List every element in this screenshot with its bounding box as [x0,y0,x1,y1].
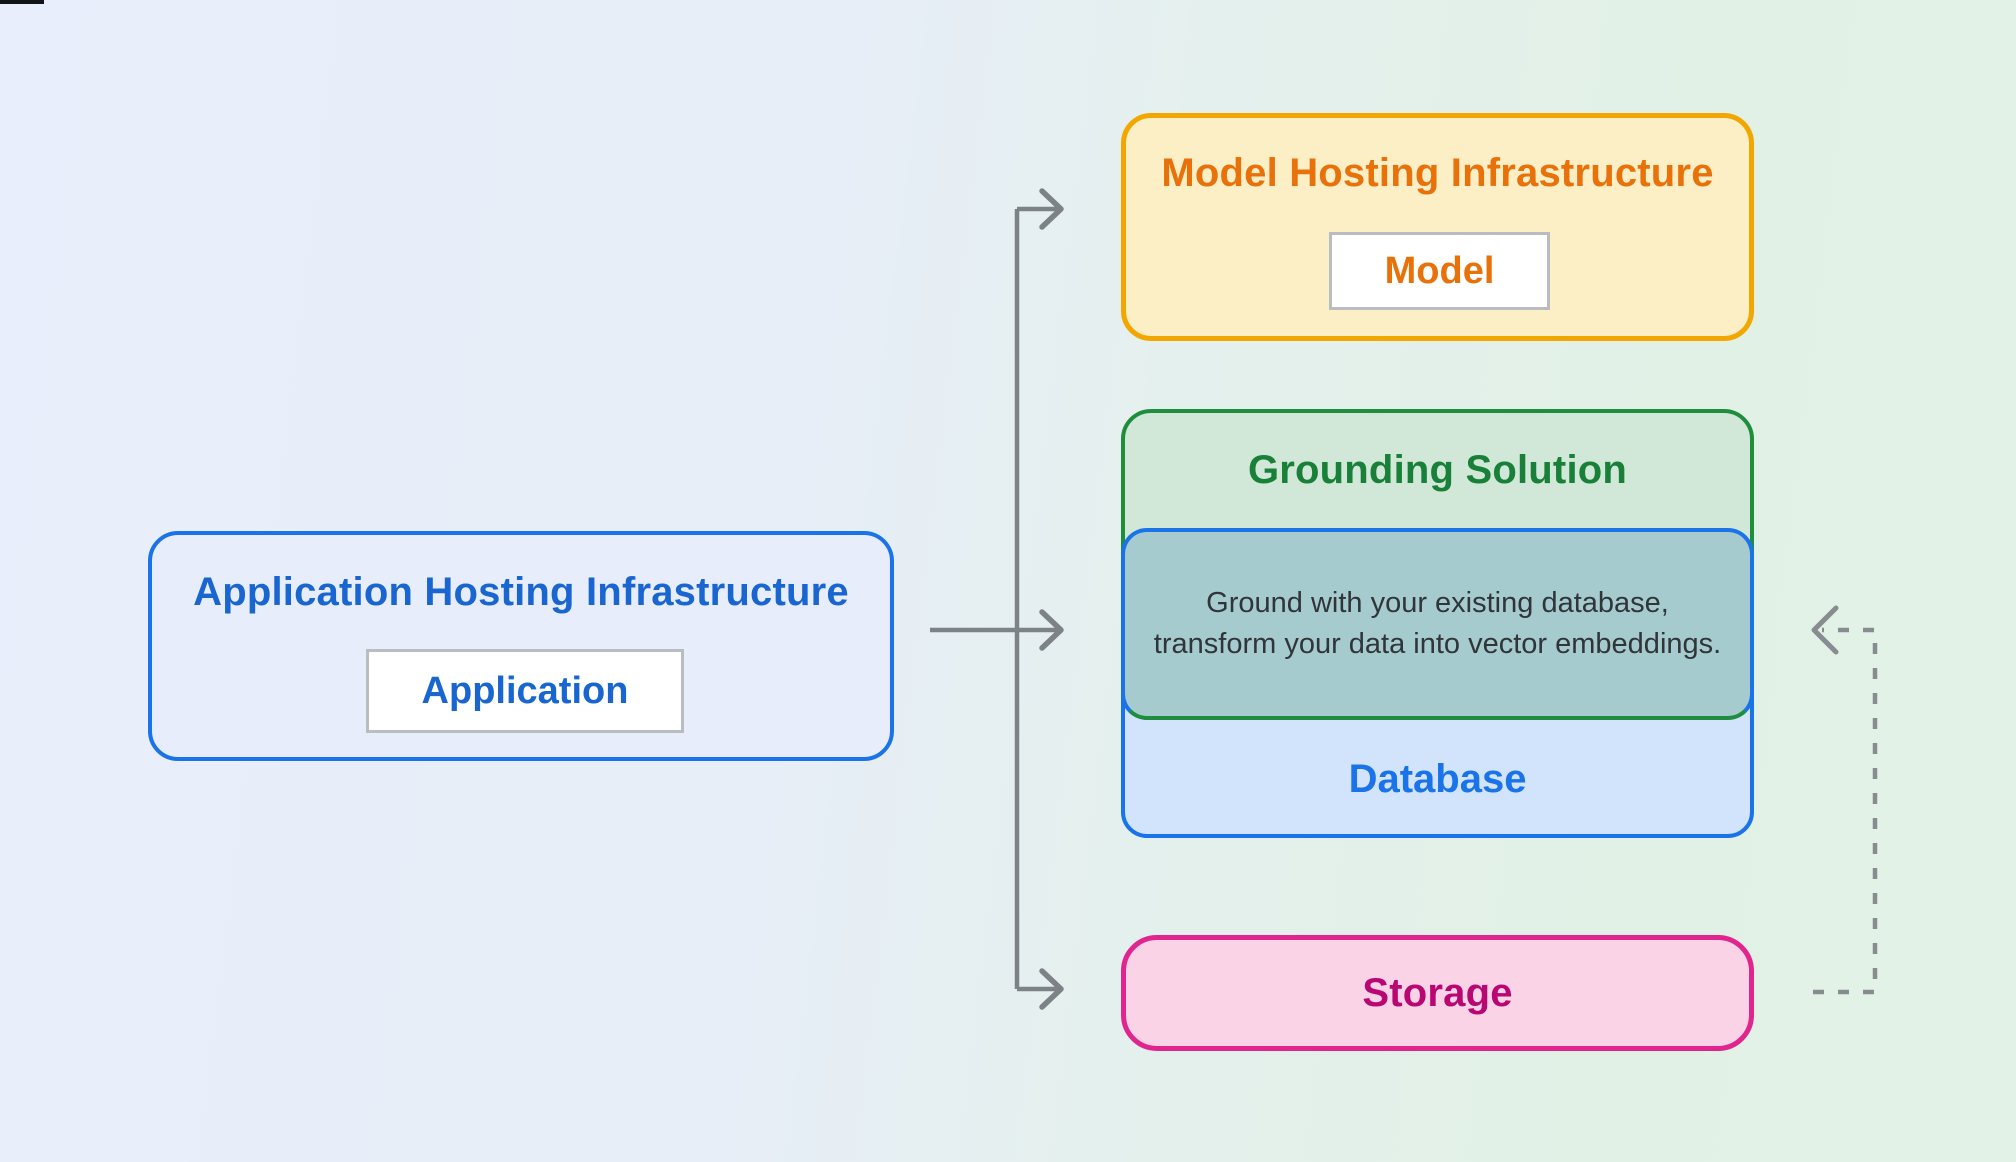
grounding-solution-title: Grounding Solution [1247,448,1628,492]
screenshot-corner-artifact [0,0,44,4]
dashed-feedback-line [1813,627,1878,995]
application-hosting-box: Application Hosting Infrastructure Appli… [148,531,894,761]
arrowhead-grounding-icon [1039,609,1064,651]
model-hosting-box: Model Hosting Infrastructure Model [1121,113,1754,341]
database-label: Database [1348,756,1527,801]
model-chip: Model [1329,232,1550,310]
storage-box: Storage [1121,935,1754,1051]
vector-embeddings-note-box: Ground with your existing database, tran… [1121,528,1754,720]
model-hosting-title: Model Hosting Infrastructure [1161,151,1714,195]
arrow-trunk-line [930,206,1057,992]
arrowhead-model-icon [1039,188,1064,230]
application-chip: Application [366,649,684,733]
storage-label: Storage [1362,971,1513,1015]
application-hosting-title: Application Hosting Infrastructure [193,570,849,614]
vector-embeddings-note: Ground with your existing database, tran… [1153,586,1722,660]
application-chip-label: Application [421,669,629,712]
arrowhead-feedback-left-icon [1811,605,1839,655]
model-chip-label: Model [1384,249,1495,292]
arrowhead-storage-icon [1039,968,1064,1010]
